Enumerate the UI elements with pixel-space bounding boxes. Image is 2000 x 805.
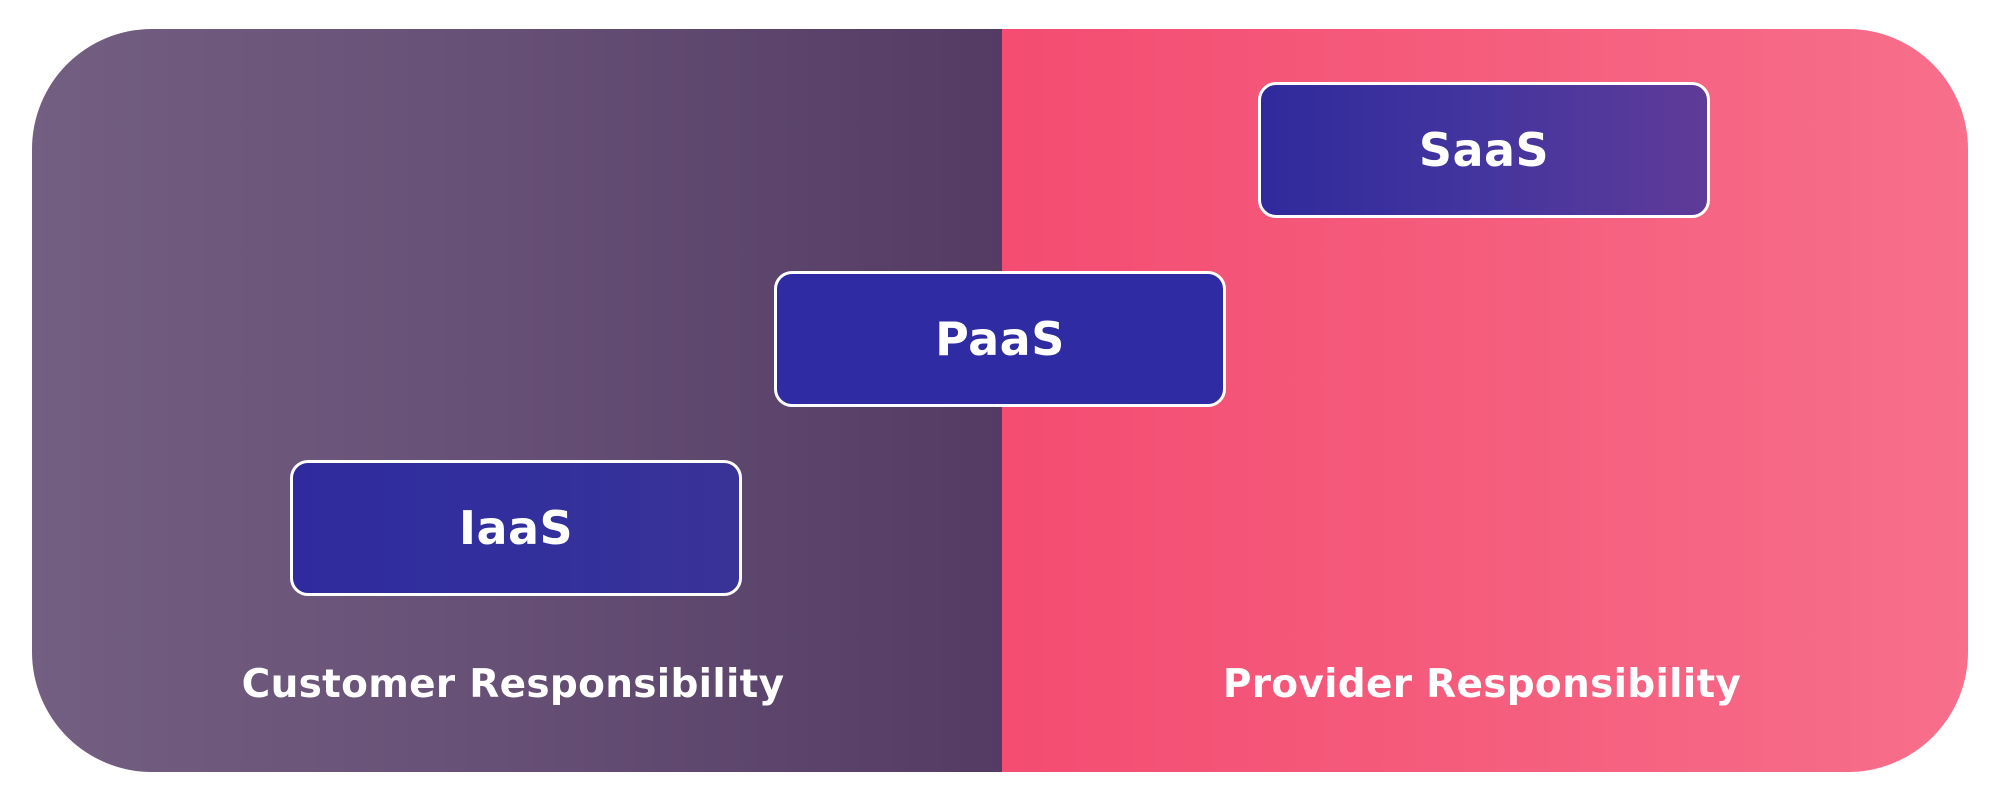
iaas-tier-label: IaaS [458, 501, 574, 555]
provider-responsibility-label: Provider Responsibility [1222, 662, 1742, 707]
customer-responsibility-label: Customer Responsibility [241, 662, 785, 707]
saas-tier-box[interactable]: SaaS [1258, 82, 1710, 218]
paas-tier-box[interactable]: PaaS [774, 271, 1226, 407]
saas-tier-label: SaaS [1418, 123, 1550, 177]
paas-tier-label: PaaS [935, 312, 1065, 366]
iaas-tier-box[interactable]: IaaS [290, 460, 742, 596]
